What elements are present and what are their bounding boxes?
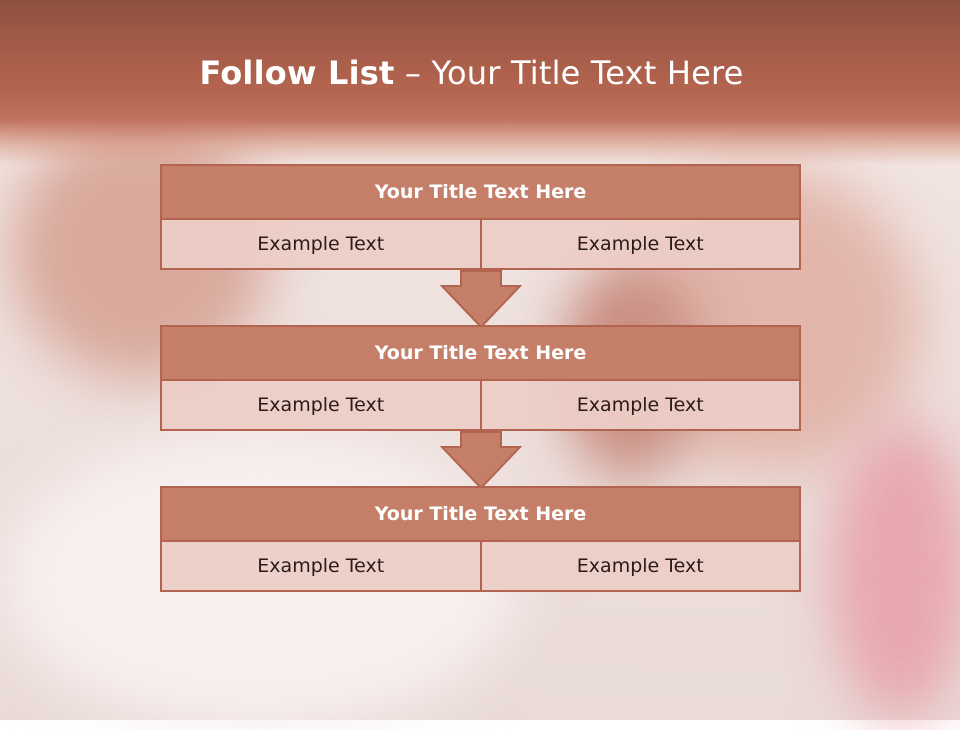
photo-shirt-right <box>830 420 960 720</box>
step-row: Example Text Example Text <box>160 381 801 431</box>
step-title: Your Title Text Here <box>160 325 801 381</box>
step-cell-left: Example Text <box>257 394 385 416</box>
step-title: Your Title Text Here <box>160 486 801 542</box>
step-cell-right: Example Text <box>479 542 800 590</box>
down-arrow-icon <box>440 270 522 328</box>
step-row: Example Text Example Text <box>160 220 801 270</box>
down-arrow-icon <box>440 431 522 489</box>
title-band <box>0 0 960 165</box>
slide-title: Follow List – Your Title Text Here <box>0 54 943 92</box>
step-block-3: Your Title Text Here Example Text Exampl… <box>160 486 801 592</box>
step-block-1: Your Title Text Here Example Text Exampl… <box>160 164 801 270</box>
step-cell-right: Example Text <box>479 220 800 268</box>
step-cell-left: Example Text <box>257 233 385 255</box>
slide-title-bold: Follow List <box>199 54 395 92</box>
slide-title-rest: – Your Title Text Here <box>394 54 744 92</box>
step-row: Example Text Example Text <box>160 542 801 592</box>
step-block-2: Your Title Text Here Example Text Exampl… <box>160 325 801 431</box>
step-cell-left: Example Text <box>257 555 385 577</box>
step-title: Your Title Text Here <box>160 164 801 220</box>
step-cell-right: Example Text <box>479 381 800 429</box>
